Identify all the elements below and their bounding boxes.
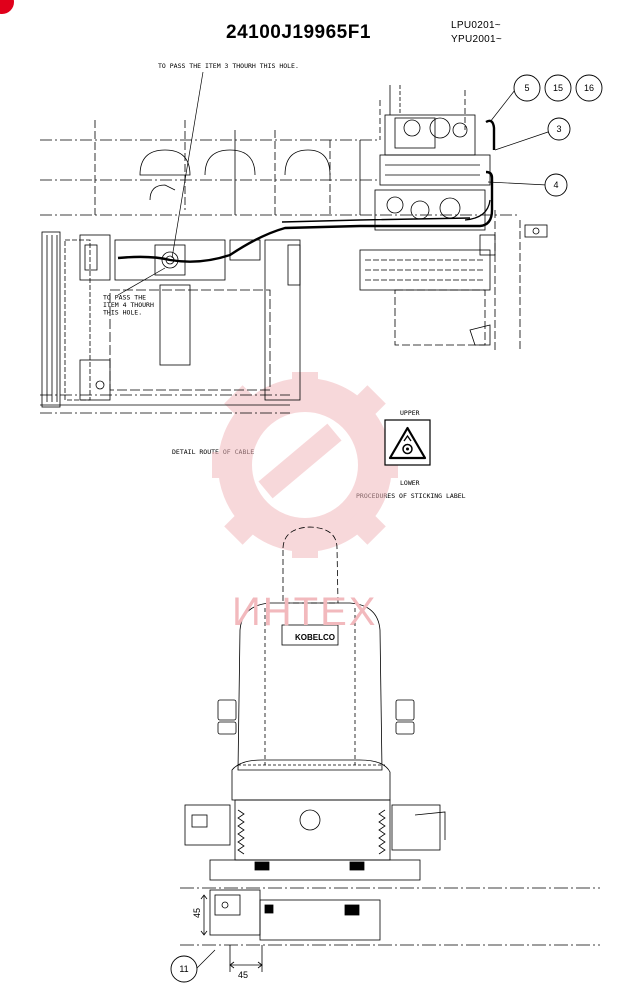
seat-drawing	[180, 526, 600, 972]
callout-16-bubble	[575, 74, 603, 102]
callout-3: 3	[556, 124, 561, 134]
cable-route-detail	[40, 85, 548, 414]
callout-5-bubble	[513, 74, 541, 102]
callout-3-bubble	[547, 117, 571, 141]
callout-15: 15	[553, 83, 563, 93]
dimension-horizontal: 45	[238, 970, 248, 980]
label-upper-text: UPPER	[400, 409, 420, 417]
callout-15-bubble	[544, 74, 572, 102]
note-item4-hole: TO PASS THE ITEM 4 THOURH THIS HOLE.	[103, 293, 154, 317]
part-number-title: 24100J19965F1	[226, 22, 371, 43]
callout-11-bubble	[170, 955, 198, 983]
sticker-label	[384, 419, 431, 466]
watermark-gear-logo	[212, 372, 398, 558]
dimension-vertical: 45	[192, 908, 202, 918]
seat-brand-text: KOBELCO	[295, 633, 335, 642]
callout-16: 16	[584, 83, 594, 93]
cable-route-line	[117, 119, 496, 263]
watermark-text: ИНТЕХ	[232, 590, 378, 634]
note-item3-hole: TO PASS THE ITEM 3 THOURH THIS HOLE.	[158, 62, 299, 70]
seat-brand-group: KOBELCO	[295, 633, 335, 642]
serial-range-ypu: YPU2001~	[451, 34, 503, 45]
callout-4-bubble	[544, 173, 568, 197]
callout-4: 4	[553, 180, 558, 190]
callout-11: 11	[179, 964, 188, 974]
serial-range-lpu: LPU0201~	[451, 20, 501, 31]
label-lower-text: LOWER	[400, 479, 420, 487]
callout-5: 5	[524, 83, 529, 93]
